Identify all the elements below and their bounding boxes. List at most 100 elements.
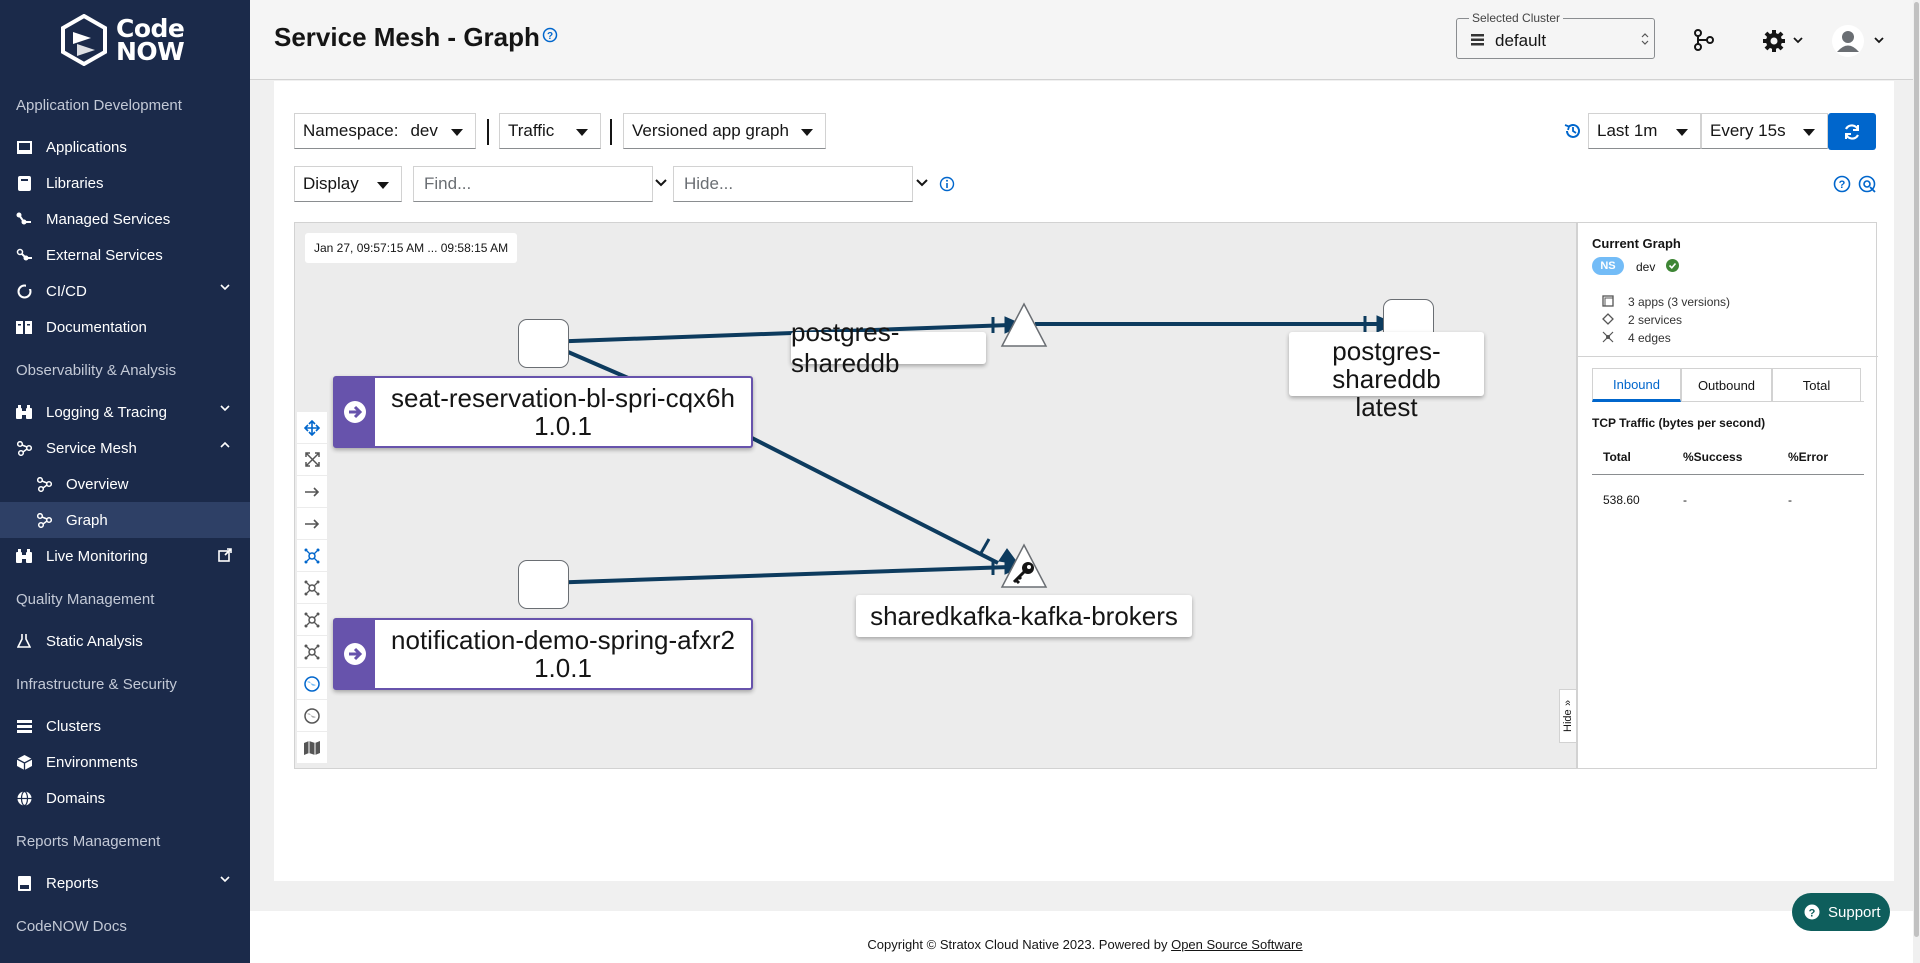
graph-node-unknown-source[interactable] (518, 560, 569, 609)
sidebar-item-label: Documentation (46, 318, 147, 336)
sidebar-item-reports[interactable]: Reports (0, 865, 250, 901)
sidebar-item-cicd[interactable]: CI/CD (0, 273, 250, 309)
sidebar-item-label: Graph (66, 511, 108, 529)
support-button[interactable]: ? Support (1792, 893, 1890, 931)
user-avatar-icon[interactable] (1832, 25, 1864, 57)
refresh-interval-dropdown[interactable]: Every 15s (1701, 113, 1828, 149)
find-select-chevron-icon[interactable] (655, 178, 667, 188)
tab-total[interactable]: Total (1772, 368, 1861, 402)
settings-gear-icon[interactable] (1762, 29, 1786, 53)
chevron-down-icon (220, 284, 230, 291)
service-graph[interactable]: Jan 27, 09:57:15 AM ... 09:58:15 AM (294, 222, 1577, 769)
section-application-development: Application Development (16, 97, 182, 114)
key-icon (1012, 562, 1034, 585)
pan-zoom-button[interactable] (297, 412, 327, 444)
find-input[interactable]: Find... (413, 166, 653, 202)
chevron-down-icon[interactable] (1793, 37, 1803, 44)
workload-node-notification-demo[interactable]: notification-demo-spring-afxr2 1.0.1 (333, 618, 753, 690)
double-chevron-icon: » (1562, 699, 1574, 706)
layout-2-button[interactable] (297, 540, 327, 572)
sidebar-item-applications[interactable]: Applications (0, 129, 250, 165)
sidebar-item-label: Managed Services (46, 210, 171, 228)
arrow-right-circle-icon (344, 401, 366, 423)
hide-select-chevron-icon[interactable] (916, 178, 928, 188)
fit-to-screen-button[interactable] (297, 444, 327, 476)
node-label-name: seat-reservation-bl-spri-cqx6h (391, 383, 735, 413)
graph-node-unknown-source[interactable] (518, 319, 569, 368)
globe-icon (304, 707, 320, 724)
sidebar-item-service-mesh[interactable]: Service Mesh (0, 430, 250, 466)
layout-1-button[interactable] (297, 508, 327, 540)
sidebar-item-environments[interactable]: Environments (0, 744, 250, 780)
chevron-down-icon[interactable] (1874, 37, 1884, 44)
help-icon[interactable]: ? (542, 27, 558, 43)
codenow-docs-link[interactable]: CodeNOW Docs (16, 918, 127, 935)
info-icon[interactable] (939, 176, 955, 192)
open-source-link[interactable]: Open Source Software (1171, 937, 1303, 952)
select-arrows-icon (1641, 33, 1649, 45)
copyright-text: Copyright © Stratox Cloud Native 2023. P… (867, 937, 1172, 952)
namespace-dropdown[interactable]: Namespace: dev (294, 113, 476, 149)
workload-node-seat-reservation[interactable]: seat-reservation-bl-spri-cqx6h 1.0.1 (333, 376, 753, 448)
graph-edge (544, 323, 1011, 344)
sidebar-item-static-analysis[interactable]: Static Analysis (0, 623, 250, 659)
hide-side-panel-button[interactable]: Hide » (1559, 689, 1577, 743)
sidebar-item-libraries[interactable]: Libraries (0, 165, 250, 201)
layout-4-button[interactable] (297, 604, 327, 636)
services-icon (1602, 313, 1614, 325)
codenow-logo[interactable]: Code NOW (60, 14, 190, 66)
sidebar-item-documentation[interactable]: Documentation (0, 309, 250, 345)
namespace-value: dev (410, 121, 438, 140)
namespace-boxes-button[interactable] (297, 668, 327, 700)
traffic-dropdown[interactable]: Traffic (499, 113, 601, 149)
scrollbar-thumb[interactable] (1914, 2, 1919, 937)
refresh-interval-label: Every 15s (1710, 121, 1786, 140)
graph-help-icon[interactable]: ? (1833, 175, 1851, 193)
sidebar-item-clusters[interactable]: Clusters (0, 708, 250, 744)
graph-tour-icon[interactable] (1858, 175, 1876, 193)
time-range-dropdown[interactable]: Last 1m (1588, 113, 1701, 149)
traffic-tabs: Inbound Outbound Total (1592, 368, 1864, 402)
time-range-label: Last 1m (1597, 121, 1658, 140)
globe-icon (304, 675, 320, 692)
sidebar-item-external-services[interactable]: External Services (0, 237, 250, 273)
history-icon[interactable] (1564, 122, 1582, 140)
namespace-name: dev (1636, 260, 1656, 274)
summary-title: Current Graph (1592, 236, 1681, 251)
list-icon (16, 718, 32, 734)
external-link-icon (218, 548, 232, 562)
legend-button[interactable] (297, 732, 327, 764)
display-dropdown[interactable]: Display (294, 166, 402, 202)
tab-inbound[interactable]: Inbound (1592, 368, 1681, 402)
sidebar-item-managed-services[interactable]: Managed Services (0, 201, 250, 237)
caret-down-icon (576, 129, 588, 136)
hide-input[interactable]: Hide... (673, 166, 913, 202)
layout-3-button[interactable] (297, 572, 327, 604)
sidebar-item-live-monitoring[interactable]: Live Monitoring (0, 538, 250, 574)
idle-nodes-button[interactable] (297, 700, 327, 732)
flask-icon (16, 633, 32, 649)
scrollbar[interactable] (1913, 0, 1920, 963)
sidebar-item-overview[interactable]: Overview (0, 466, 250, 502)
node-label-name: sharedkafka-kafka-brokers (870, 600, 1178, 631)
mesh-icon (36, 476, 52, 492)
sidebar-item-domains[interactable]: Domains (0, 780, 250, 816)
column-header-success: %Success (1683, 450, 1743, 464)
caret-down-icon (377, 182, 389, 189)
refresh-button[interactable] (1828, 113, 1876, 150)
layout-5-button[interactable] (297, 636, 327, 668)
graph-type-dropdown[interactable]: Versioned app graph (623, 113, 826, 149)
help-circle-icon: ? (1804, 904, 1820, 920)
section-infrastructure-security: Infrastructure & Security (16, 676, 177, 693)
sidebar-item-graph[interactable]: Graph (0, 502, 250, 538)
svg-text:?: ? (547, 31, 553, 42)
layout-default-button[interactable] (297, 476, 327, 508)
git-branch-icon[interactable] (1693, 29, 1715, 51)
tab-outbound[interactable]: Outbound (1681, 368, 1772, 402)
cluster-select[interactable]: Selected Cluster default (1456, 11, 1655, 59)
cube-icon (16, 754, 32, 770)
sidebar-item-logging-tracing[interactable]: Logging & Tracing (0, 394, 250, 430)
graph-node-service-postgres[interactable] (1000, 302, 1048, 348)
apps-icon (1602, 295, 1614, 307)
logo-text-now: NOW (116, 37, 185, 66)
